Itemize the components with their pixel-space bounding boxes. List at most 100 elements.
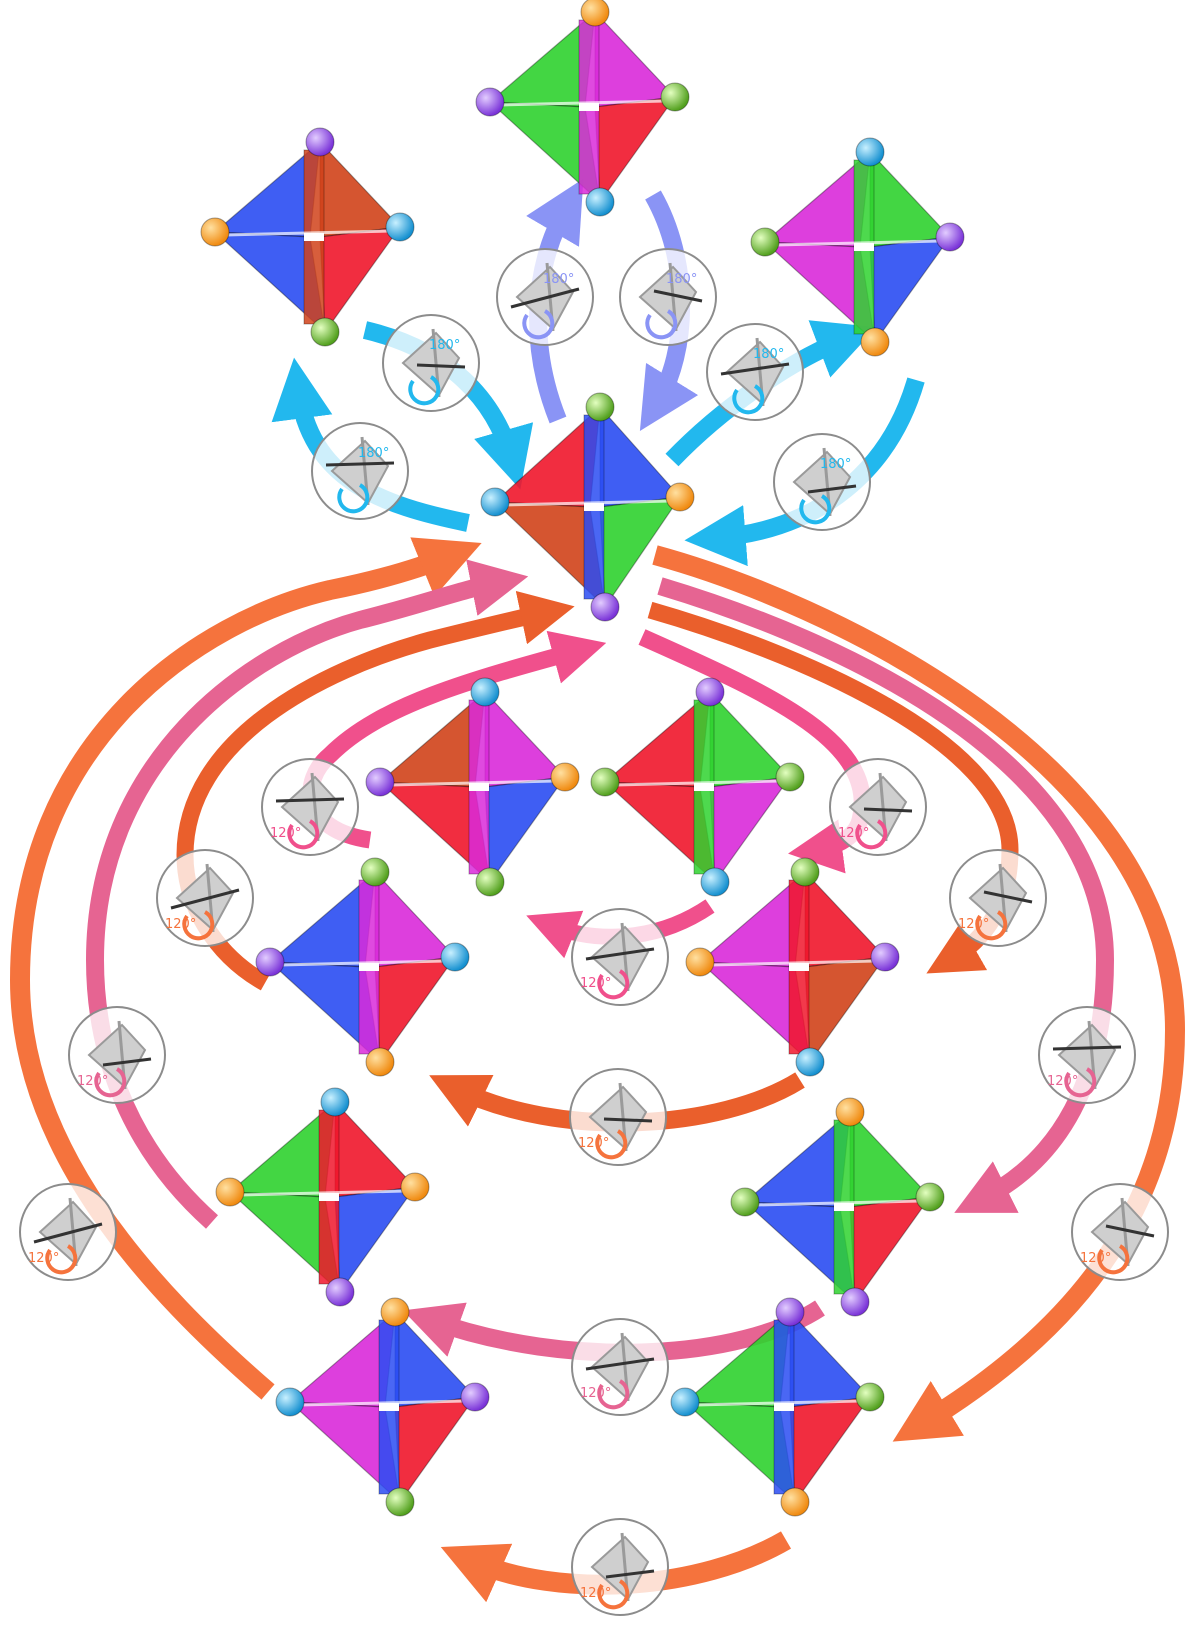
rotation-arrow-icon [1064, 1067, 1097, 1098]
vertex-ball [775, 1297, 805, 1327]
tetrahedron-bottom-right [670, 1297, 885, 1517]
vertex-ball [310, 317, 340, 347]
tetrahedron-inner-left [365, 677, 580, 897]
vertex-ball [590, 767, 620, 797]
rotation-arrow-icon [799, 494, 832, 525]
face-right-lower [789, 1396, 872, 1504]
face-right-lower [484, 776, 567, 884]
vertex-ball [840, 1287, 870, 1317]
mini-tetra-icon [280, 775, 340, 841]
rotation-badge: 180° [496, 248, 594, 346]
vertex-ball [385, 212, 415, 242]
rotation-badge: 120° [829, 758, 927, 856]
vertex-ball [475, 867, 505, 897]
vertex-ball [215, 1177, 245, 1207]
edge-gap [774, 1403, 794, 1411]
mini-tetra-icon [590, 1535, 650, 1601]
vertex-ball [750, 227, 780, 257]
face-right-lower [849, 1196, 932, 1304]
mini-tetra-icon [638, 265, 698, 331]
vertex-ball [440, 942, 470, 972]
rotation-arrow-icon [522, 309, 555, 340]
mini-tetra-icon [401, 331, 461, 397]
edge-line [224, 229, 391, 237]
vertex-ball [935, 222, 965, 252]
rotation-angle-label: 180° [820, 457, 851, 472]
rotation-axis [653, 289, 703, 303]
vertex-ball [855, 137, 885, 167]
vertex-ball [400, 1172, 430, 1202]
tetrahedron-center [480, 392, 695, 622]
rotation-arrow-icon [975, 910, 1008, 941]
tetrahedron-top-left [200, 127, 415, 347]
rotation-badge: 120° [1038, 1006, 1136, 1104]
edge-line [614, 779, 781, 787]
rotation-axis [102, 1057, 152, 1067]
vertex-ball [700, 867, 730, 897]
rotation-axis [863, 807, 913, 813]
rotation-angle-label: 120° [838, 826, 869, 841]
mini-tetra-icon [590, 1335, 650, 1401]
edge-gap [789, 963, 809, 971]
mini-tetra-icon [1057, 1023, 1117, 1089]
rotation-badge: 180° [619, 248, 717, 346]
mini-tetra-icon [87, 1023, 147, 1089]
rotation-axis [325, 461, 395, 467]
edge-gap [304, 233, 324, 241]
tetrahedron-mid-right [685, 857, 900, 1077]
rotation-axis [585, 947, 655, 961]
rotation-arrow-icon [408, 375, 441, 406]
mini-tetra-icon [792, 450, 852, 516]
rotation-angle-label: 180° [429, 338, 460, 353]
vertex-ball [320, 1087, 350, 1117]
mini-tetra-icon [725, 340, 785, 406]
rotation-angle-label: 120° [958, 917, 989, 932]
rotation-axis [983, 890, 1033, 904]
face-right-lower [804, 956, 887, 1064]
vertex-ball [585, 187, 615, 217]
vertex-ball [590, 592, 620, 622]
rotation-axis [275, 797, 345, 803]
tetrahedron-bottom-left [275, 1297, 490, 1517]
rotation-arrow-icon [1097, 1244, 1130, 1275]
vertex-ball [915, 1182, 945, 1212]
vertex-ball [275, 1387, 305, 1417]
rotation-badge: 120° [19, 1183, 117, 1281]
vertex-ball [385, 1487, 415, 1517]
mini-tetra-icon [588, 1085, 648, 1151]
edge-gap [584, 503, 604, 511]
face-right-lower [319, 226, 402, 334]
rotation-arrow-icon [597, 1379, 630, 1410]
vertex-ball [255, 947, 285, 977]
rotation-badge: 120° [68, 1006, 166, 1104]
arrow-orange-outer-left [9, 537, 482, 1400]
vertex-ball [475, 87, 505, 117]
arrow-pink-right [657, 577, 1115, 1213]
edge-gap [854, 243, 874, 251]
rotation-axis [585, 1357, 655, 1371]
edge-line [709, 959, 876, 967]
edge-line [279, 959, 446, 967]
vertex-ball [585, 392, 615, 422]
edge-gap [694, 783, 714, 791]
edge-gap [359, 963, 379, 971]
edge-line [389, 779, 556, 787]
edge-gap [319, 1193, 339, 1201]
vertex-ball [685, 947, 715, 977]
rotation-angle-label: 180° [666, 272, 697, 287]
mini-tetra-icon [330, 439, 390, 505]
rotation-badge: 120° [156, 849, 254, 947]
edge-line [694, 1399, 861, 1407]
rotation-badge: 120° [569, 1068, 667, 1166]
rotation-axis [720, 362, 790, 376]
tetrahedron-mid-left [255, 857, 470, 1077]
rotation-angle-label: 120° [165, 917, 196, 932]
face-right-lower [594, 96, 677, 204]
edge-gap [379, 1403, 399, 1411]
rotation-arrow-icon [597, 969, 630, 1000]
edge-gap [579, 103, 599, 111]
edge-line [774, 239, 941, 247]
vertex-ball [480, 487, 510, 517]
vertex-ball [795, 1047, 825, 1077]
